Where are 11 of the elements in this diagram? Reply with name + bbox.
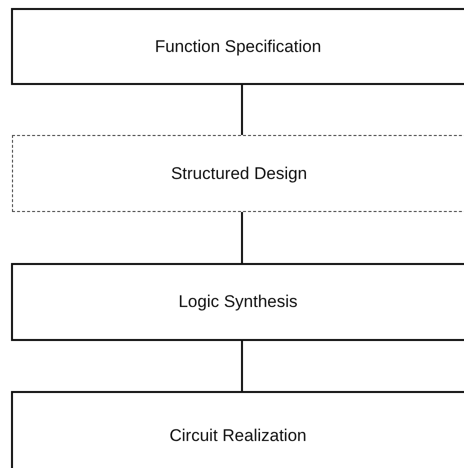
box-label: Circuit Realization [170, 426, 306, 446]
connector-line [241, 212, 243, 263]
box-label: Structured Design [170, 164, 308, 184]
connector-line [241, 85, 243, 135]
process-box [11, 391, 464, 468]
dashed-process-box [12, 135, 464, 212]
process-box [11, 8, 464, 85]
process-box [11, 263, 464, 341]
box-label: Logic Synthesis [178, 292, 298, 312]
box-label: Function Specification [154, 36, 322, 56]
connector-line [241, 341, 243, 391]
